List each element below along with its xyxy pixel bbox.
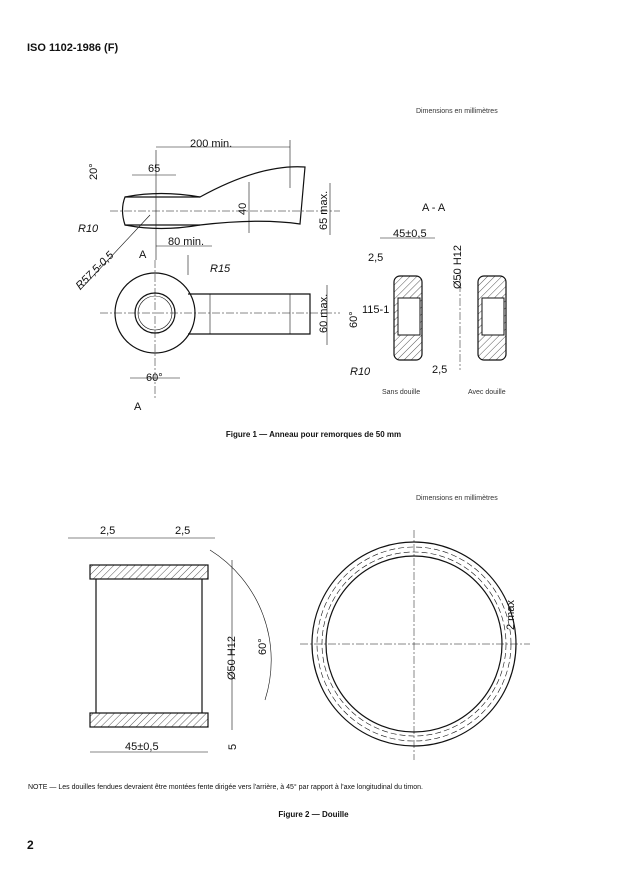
label-sans-douille: Sans douille [382,389,421,396]
section-title: A - A [422,202,446,214]
figure1-caption: Figure 1 — Anneau pour remorques de 50 m… [225,430,402,439]
radius-15: R15 [210,263,231,275]
dim-65: 65 [148,163,160,175]
bushing-section-view: 2,5 2,5 Ø50 H12 60° 5 45±0,5 [68,525,272,753]
figure2-caption: Figure 2 — Douille [278,810,349,819]
angle-20: 20° [88,163,100,180]
section-dim-45: 45±0,5 [393,228,427,240]
dim-65-max: 65 max. [318,191,330,230]
note-text: NOTE — Les douilles fendues devraient êt… [28,784,423,791]
section-dim-2-5-top: 2,5 [368,252,383,264]
dim-60-max: 60 max. [318,294,330,333]
bushing-end-view: 2 max [300,530,530,760]
bushing-diameter-50: Ø50 H12 [226,636,238,680]
section-angle-60: 60° [348,311,360,328]
section-a-a: A - A 45±0,5 2,5 Ø50 H12 60° 115-1 R10 2… [348,202,507,378]
angle-60: 60° [146,372,163,384]
bushing-dim-5: 5 [227,744,239,750]
units-note-fig1: Dimensions en millimètres [416,108,498,115]
bushing-dim-2-5-left: 2,5 [100,525,115,537]
dim-80-min: 80 min. [168,236,204,248]
radius-10: R10 [78,223,99,235]
section-mark-a-bottom: A [134,401,142,413]
section-radius-10: R10 [350,366,371,378]
section-diameter-50: Ø50 H12 [452,245,464,289]
dim-200-min: 200 min. [190,138,232,150]
radius-57-5: R57,5-0,5 [74,249,117,292]
section-dim-2-5-bottom: 2,5 [432,364,447,376]
bushing-angle-60: 60° [257,638,269,655]
label-avec-douille: Avec douille [468,389,506,396]
ring-side-view: 200 min. 65 20° R10 R57,5-0,5 40 65 max.… [74,138,340,292]
bushing-dim-45: 45±0,5 [125,741,159,753]
bushing-dim-2-5-right: 2,5 [175,525,190,537]
section-dim-115: 115-1 [362,304,389,316]
ring-top-view: R15 60 max. 60° A [100,260,340,413]
section-mark-a-top: A [139,249,147,261]
document-id: ISO 1102-1986 (F) [27,42,119,54]
page-number: 2 [27,838,34,852]
units-note-fig2: Dimensions en millimètres [416,495,498,502]
dim-40: 40 [237,203,249,215]
bushing-dim-2-max: 2 max [505,600,517,630]
